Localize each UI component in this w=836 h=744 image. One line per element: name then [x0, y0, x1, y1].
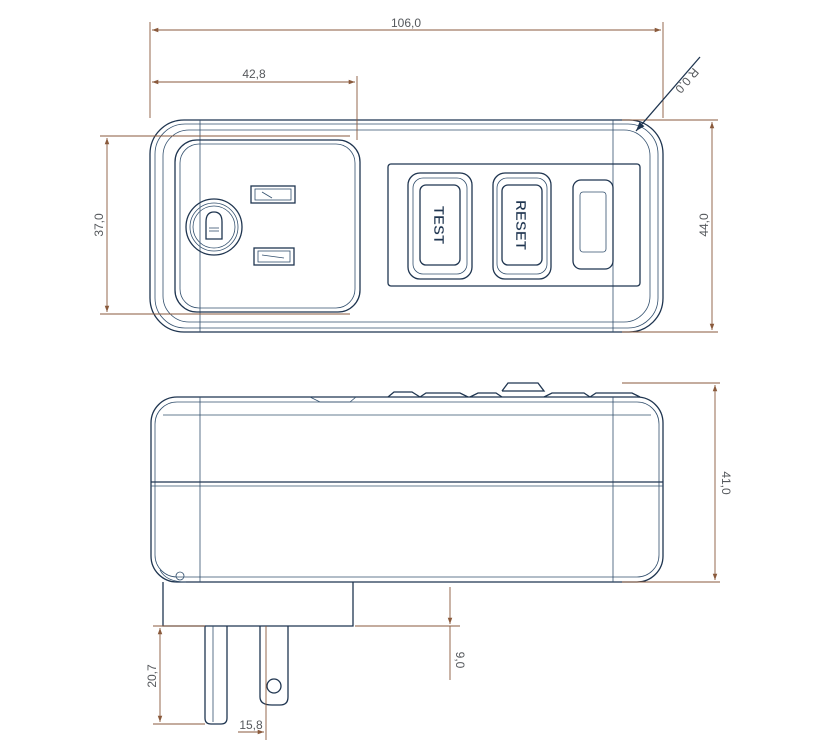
outlet-slot-upper: [250, 185, 296, 204]
reset-button-label: RESET: [512, 200, 529, 250]
dim-plug-gap: 9,0: [453, 652, 467, 669]
side-ridge-4: [543, 392, 591, 398]
plug-block: [162, 582, 354, 627]
dim-corner-radius: R 0,0: [672, 65, 702, 96]
control-panel: [387, 163, 641, 287]
reset-button-profile: [501, 382, 546, 392]
top-view: TEST RESET 106,0 42,8 37,0 44,0 R: [92, 16, 718, 333]
reset-button[interactable]: RESET: [492, 172, 552, 280]
plug-prong-left: [204, 626, 228, 725]
ground-hole: [185, 198, 243, 256]
dim-body-height: 44,0: [697, 213, 711, 237]
dim-side-height: 41,0: [719, 471, 733, 495]
outlet-recess: [174, 139, 361, 313]
indicator-light: [572, 179, 614, 270]
dim-prong-length: 20,7: [145, 664, 159, 688]
test-button-label: TEST: [430, 206, 447, 244]
side-ridge-2: [387, 391, 421, 398]
side-ridge-5: [589, 392, 641, 398]
test-button[interactable]: TEST: [407, 172, 473, 280]
dim-outlet-width: 42,8: [242, 67, 266, 81]
test-button-profile: [419, 392, 469, 398]
top-body-outline: [149, 119, 664, 333]
side-view: 41,0 9,0 20,7 15,8: [145, 382, 733, 740]
side-ridge-1: [309, 396, 357, 403]
dim-outlet-height: 37,0: [92, 213, 106, 237]
side-body-outline: [150, 396, 664, 583]
dim-overall-width: 106,0: [391, 16, 421, 30]
plug-prong-right: [259, 626, 289, 706]
side-ridge-3: [469, 392, 503, 398]
dim-prong-spacing: 15,8: [239, 718, 263, 732]
outlet-slot-lower: [253, 247, 295, 266]
